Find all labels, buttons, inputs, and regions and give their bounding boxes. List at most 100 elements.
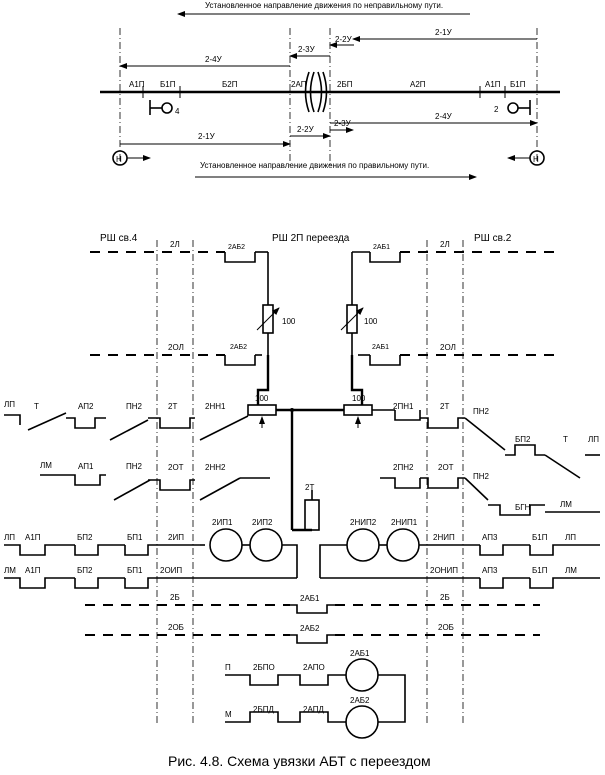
svg-text:ЛП: ЛП — [588, 435, 599, 444]
svg-text:Н: Н — [533, 155, 539, 164]
contact-2ab1-mid: 2АБ1 — [358, 344, 401, 366]
row-ot: ЛМ АП1 ПН2 2ОТ 2НН2 2ПН2 2ОТ ПН2 БГН ЛМ — [40, 461, 600, 516]
point-a1p-right: А1П — [485, 80, 501, 89]
svg-text:М: М — [225, 710, 232, 719]
svg-text:А1П: А1П — [25, 533, 41, 542]
relay-coil-2t — [304, 499, 320, 531]
svg-text:2ОБ: 2ОБ — [168, 623, 184, 632]
figure-caption: Рис. 4.8. Схема увязки АБТ с переездом — [168, 753, 431, 769]
svg-text:2Л: 2Л — [170, 240, 180, 249]
contact-2ab2-top: 2АБ2 — [224, 244, 269, 305]
svg-text:2ОБ: 2ОБ — [438, 623, 454, 632]
svg-text:2НИП1: 2НИП1 — [391, 518, 418, 527]
svg-text:БП2: БП2 — [77, 566, 93, 575]
relay-2ab1 — [345, 658, 379, 692]
circuit-schematic: РШ св.4 РШ 2П переезда РШ св.2 2Л 2Л 2АБ… — [4, 233, 600, 739]
contact-2ab1-top: 2АБ1 — [351, 244, 401, 305]
svg-text:БП2: БП2 — [77, 533, 93, 542]
wire-right-down — [350, 355, 364, 405]
crossing-bracket-left2 — [309, 71, 315, 113]
svg-text:АП1: АП1 — [78, 462, 94, 471]
relay-2ip2 — [249, 528, 283, 562]
row-ip: ЛП А1П БП2 БП1 2ИП 2ИП1 2ИП2 2НИП2 2НИП1… — [4, 518, 600, 578]
wire-left-down — [256, 355, 270, 405]
label-2-1u-top: 2-1У — [435, 28, 453, 37]
svg-text:ПН2: ПН2 — [473, 407, 490, 416]
svg-text:2ОТ: 2ОТ — [168, 463, 184, 472]
svg-text:2АБ1: 2АБ1 — [350, 649, 370, 658]
point-a2p: А2П — [410, 80, 426, 89]
svg-text:ЛМ: ЛМ — [4, 566, 16, 575]
svg-text:2ПН1: 2ПН1 — [393, 402, 414, 411]
svg-text:2Т: 2Т — [168, 402, 177, 411]
svg-text:2НН1: 2НН1 — [205, 402, 226, 411]
svg-text:2АПД: 2АПД — [303, 705, 324, 714]
svg-text:2Т: 2Т — [305, 483, 314, 492]
svg-text:2АБ1: 2АБ1 — [300, 594, 320, 603]
row-t: ЛП Т АП2 ПН2 2Т 2НН1 2ПН1 2Т ПН2 БП2 Т Л… — [4, 400, 600, 479]
relay-2ab2 — [345, 705, 379, 739]
resistor-h-right — [343, 404, 373, 416]
svg-text:2ПН2: 2ПН2 — [393, 463, 414, 472]
svg-text:100: 100 — [364, 317, 378, 326]
svg-text:2АБ2: 2АБ2 — [350, 696, 370, 705]
label-2-4u-top: 2-4У — [205, 55, 223, 64]
svg-text:А1П: А1П — [25, 566, 41, 575]
label-2-2u-top: 2-2У — [335, 35, 353, 44]
svg-text:100: 100 — [282, 317, 296, 326]
resistor-h-left — [247, 404, 277, 416]
svg-text:2АБ2: 2АБ2 — [300, 624, 320, 633]
svg-text:АП2: АП2 — [78, 402, 94, 411]
svg-text:2Б: 2Б — [440, 593, 450, 602]
relay-2ip1 — [209, 528, 243, 562]
svg-text:АП3: АП3 — [482, 533, 498, 542]
svg-text:2ОИП: 2ОИП — [160, 566, 182, 575]
svg-text:ЛМ: ЛМ — [560, 500, 572, 509]
svg-text:2БПД: 2БПД — [253, 705, 274, 714]
header-rsh-sv2: РШ св.2 — [474, 233, 512, 244]
svg-text:ПН2: ПН2 — [126, 402, 143, 411]
svg-text:П: П — [225, 663, 231, 672]
svg-text:2ОЛ: 2ОЛ — [168, 343, 184, 352]
label-2-4u-bottom: 2-4У — [435, 112, 453, 121]
crossing-bracket-right2 — [322, 71, 328, 113]
crossing-bracket-right — [317, 71, 323, 113]
svg-text:100: 100 — [255, 394, 269, 403]
contact-2ab2-mid: 2АБ2 — [224, 344, 262, 366]
label-2-2u-bottom: 2-2У — [297, 125, 315, 134]
wrong-direction-text: Установленное направление движения по не… — [205, 1, 443, 10]
h-marker-right: Н — [507, 150, 545, 166]
svg-text:АП3: АП3 — [482, 566, 498, 575]
svg-text:2АБ2: 2АБ2 — [230, 344, 247, 351]
svg-text:2АПО: 2АПО — [303, 663, 325, 672]
point-b1p-left: Б1П — [160, 80, 176, 89]
relay-2nip1 — [386, 528, 420, 562]
svg-text:Т: Т — [563, 435, 568, 444]
label-2-3u-top: 2-3У — [298, 45, 316, 54]
point-b2p: Б2П — [222, 80, 238, 89]
signal-2: 2 — [494, 100, 531, 115]
crossing-bracket-left — [304, 71, 310, 113]
svg-text:2АБ1: 2АБ1 — [373, 244, 390, 251]
signal-4: 4 — [149, 100, 180, 116]
svg-text:ПН2: ПН2 — [473, 472, 490, 481]
right-direction-text: Установленное направление движения по пр… — [200, 161, 429, 170]
svg-text:ЛП: ЛП — [565, 533, 576, 542]
svg-text:ЛМ: ЛМ — [565, 566, 577, 575]
svg-text:2НН2: 2НН2 — [205, 463, 226, 472]
header-rsh-2p: РШ 2П переезда — [272, 233, 350, 244]
svg-text:2ОНИП: 2ОНИП — [430, 566, 458, 575]
svg-text:Н: Н — [116, 155, 122, 164]
svg-text:2ОЛ: 2ОЛ — [440, 343, 456, 352]
insulating-joints — [142, 86, 506, 98]
svg-text:БП1: БП1 — [127, 566, 143, 575]
svg-text:2ОТ: 2ОТ — [438, 463, 454, 472]
svg-text:Т: Т — [34, 402, 39, 411]
track-diagram: Установленное направление движения по не… — [100, 1, 560, 180]
svg-text:ПН2: ПН2 — [126, 462, 143, 471]
svg-text:ЛП: ЛП — [4, 400, 15, 409]
svg-text:Б1П: Б1П — [532, 566, 548, 575]
svg-text:БГН: БГН — [515, 503, 531, 512]
svg-text:2Т: 2Т — [440, 402, 449, 411]
svg-text:БП1: БП1 — [127, 533, 143, 542]
